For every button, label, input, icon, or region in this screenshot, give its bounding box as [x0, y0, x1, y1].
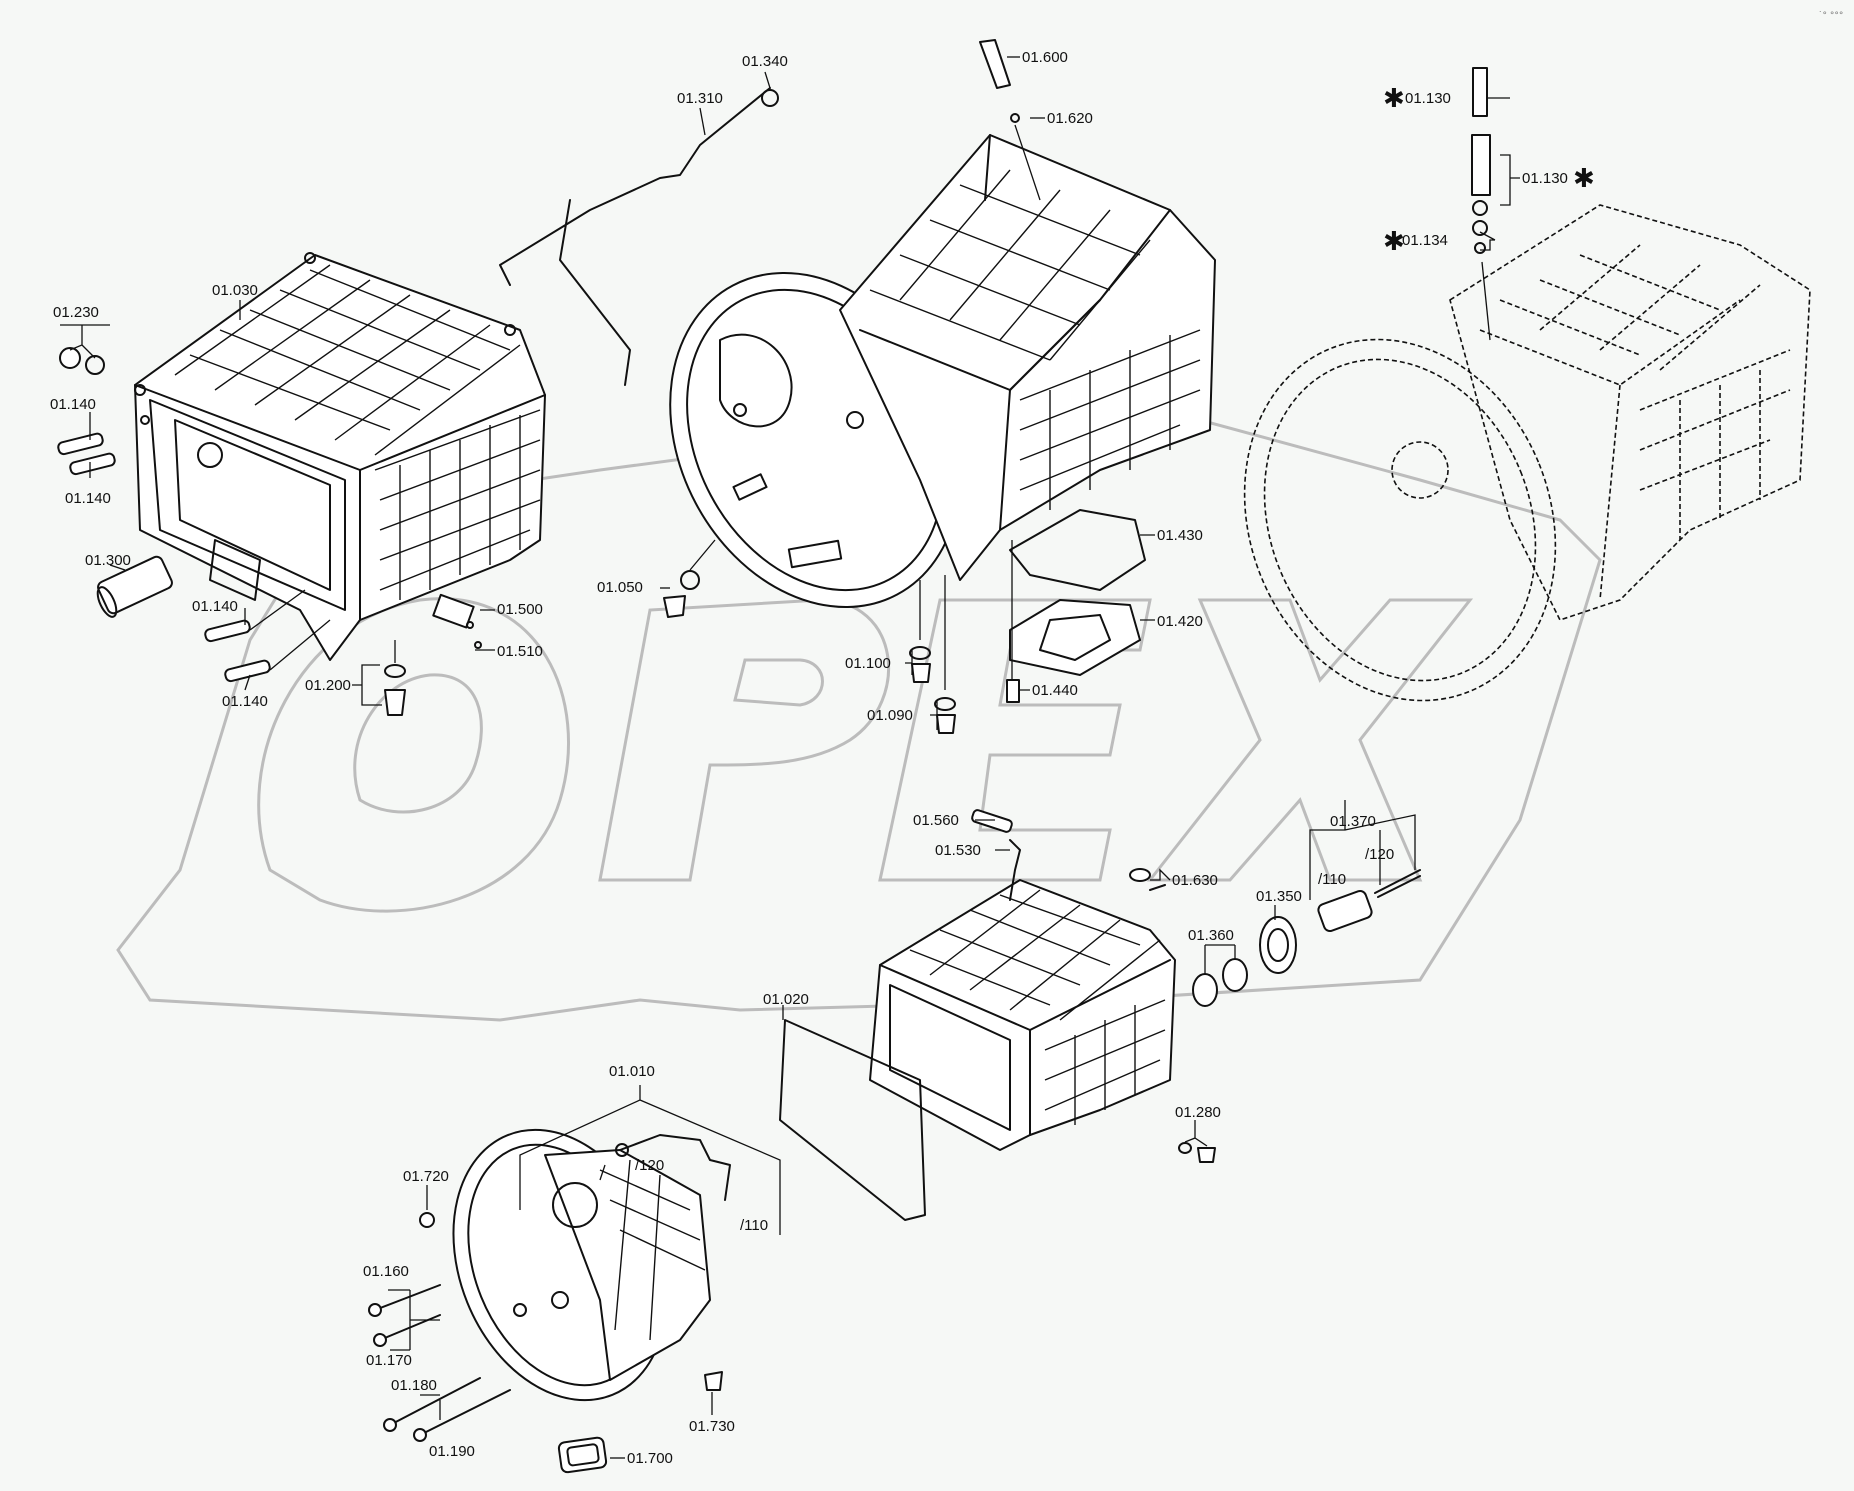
bellhousing-01-010 [452, 1128, 711, 1402]
label-01-560: 01.560 [913, 812, 959, 829]
label-01-370: 01.370 [1330, 813, 1376, 830]
label-01-140-b: 01.140 [65, 490, 111, 507]
label-01-300: 01.300 [85, 552, 131, 569]
corner-mark: ˙° °°° [1818, 11, 1843, 21]
star-icon: ✱ [1383, 84, 1405, 114]
left-housing-01-030 [134, 252, 546, 661]
label-01-134: 01.134 [1402, 232, 1448, 249]
label-01-160: 01.160 [363, 1263, 409, 1280]
label-01-010: 01.010 [609, 1063, 655, 1080]
label-01-430: 01.430 [1157, 527, 1203, 544]
right-reference-housing [1243, 204, 1811, 702]
label-01-010-110: /110 [740, 1217, 768, 1234]
label-01-230: 01.230 [53, 304, 99, 321]
star-icon: ✱ [1573, 164, 1595, 194]
label-01-100: 01.100 [845, 655, 891, 672]
label-01-700: 01.700 [627, 1450, 673, 1467]
label-01-370-120: /120 [1365, 846, 1394, 863]
label-01-510: 01.510 [497, 643, 543, 660]
label-01-170: 01.170 [366, 1352, 412, 1369]
label-01-340: 01.340 [742, 53, 788, 70]
label-01-140-d: 01.140 [222, 693, 268, 710]
label-01-020: 01.020 [763, 991, 809, 1008]
label-01-530: 01.530 [935, 842, 981, 859]
label-01-190: 01.190 [429, 1443, 475, 1460]
label-01-130-top: 01.130 [1405, 90, 1451, 107]
label-01-280: 01.280 [1175, 1104, 1221, 1121]
label-01-600: 01.600 [1022, 49, 1068, 66]
small-parts [57, 39, 1491, 1474]
label-01-310: 01.310 [677, 90, 723, 107]
label-01-050: 01.050 [597, 579, 643, 596]
star-icon: ✱ [1383, 227, 1405, 257]
label-01-620: 01.620 [1047, 110, 1093, 127]
label-01-500: 01.500 [497, 601, 543, 618]
label-01-730: 01.730 [689, 1418, 735, 1435]
label-01-180: 01.180 [391, 1377, 437, 1394]
label-01-630: 01.630 [1172, 872, 1218, 889]
label-01-140-a: 01.140 [50, 396, 96, 413]
label-01-030: 01.030 [212, 282, 258, 299]
label-01-440: 01.440 [1032, 682, 1078, 699]
label-01-130-side: 01.130 [1522, 170, 1568, 187]
label-01-420: 01.420 [1157, 613, 1203, 630]
gasket-01-020 [779, 1019, 926, 1221]
leader-lines [60, 56, 1520, 1459]
label-01-720: 01.720 [403, 1168, 449, 1185]
center-housing [669, 134, 1216, 609]
label-01-090: 01.090 [867, 707, 913, 724]
label-01-200: 01.200 [305, 677, 351, 694]
label-01-360: 01.360 [1188, 927, 1234, 944]
label-01-140-c: 01.140 [192, 598, 238, 615]
bottom-right-housing [869, 879, 1176, 1151]
label-01-370-110: /110 [1318, 871, 1346, 888]
label-01-350: 01.350 [1256, 888, 1302, 905]
label-01-010-120: /120 [635, 1157, 664, 1174]
part-labels: 01.340 01.310 01.600 01.620 ✱ 01.130 01.… [50, 49, 1595, 1467]
